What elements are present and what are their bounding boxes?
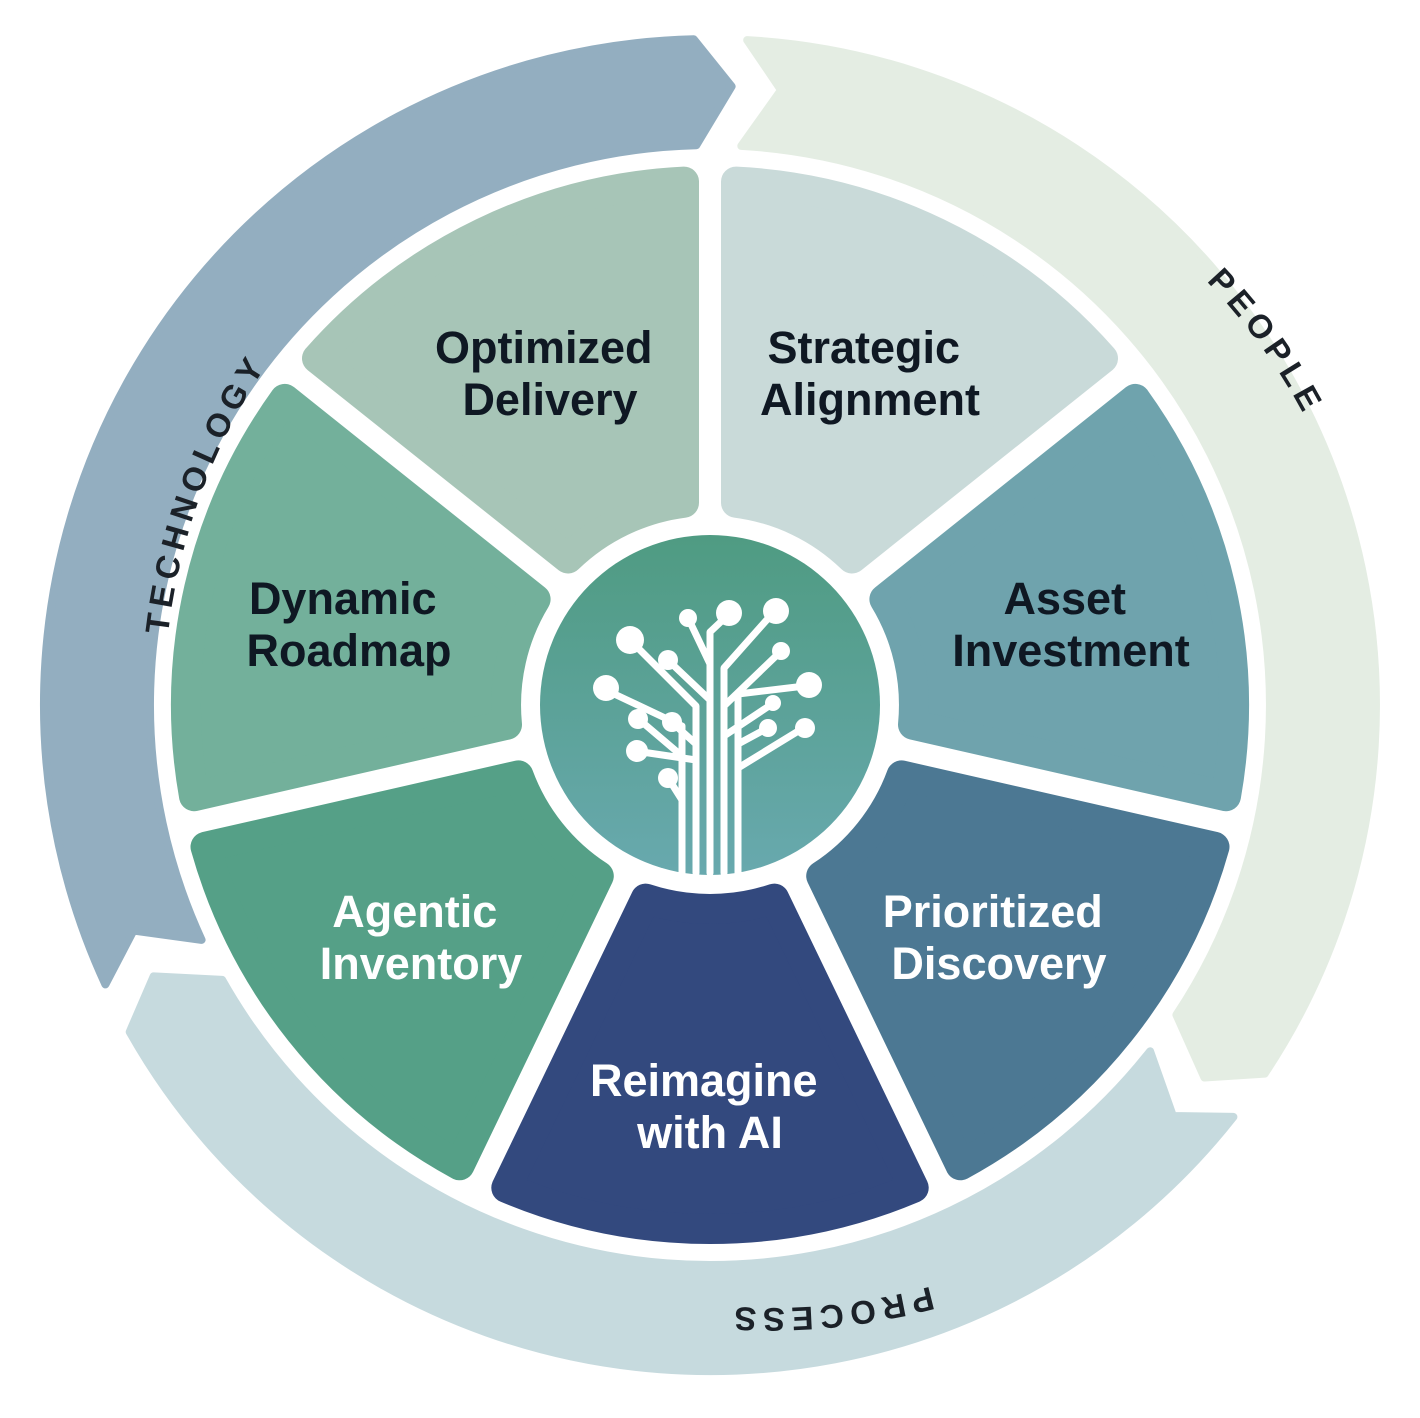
strategic-alignment-label: Strategic Alignment [760, 322, 980, 425]
asset-investment-label: Asset Investment [952, 573, 1190, 676]
optimized-delivery-label: Optimized Delivery [435, 322, 665, 425]
circuit-tree-icon [593, 598, 822, 877]
dynamic-roadmap-label: Dynamic Roadmap [246, 573, 451, 676]
people-arc-arrow [737, 36, 1380, 1082]
technology-arc-arrow [40, 35, 736, 989]
reimagine-with-ai-label: Reimagine with AI [590, 1055, 830, 1158]
segment-prioritized-discovery [806, 760, 1230, 1181]
segment-reimagine-with-ai [491, 883, 929, 1245]
segment-dynamic-roadmap [171, 383, 551, 812]
process-arc-arrow [125, 972, 1238, 1376]
segment-asset-investment [869, 383, 1249, 812]
center-hub [540, 535, 880, 877]
circuit-tree-nodes [593, 598, 822, 788]
segment-strategic-alignment [721, 166, 1118, 574]
wheel-segment-labels: Strategic Alignment Asset Investment Pri… [246, 322, 1189, 1158]
wheel-segments [171, 166, 1249, 1245]
segment-optimized-delivery [302, 166, 699, 574]
outer-cycle-ring: TECHNOLOGY PEOPLE PROCESS [40, 35, 1380, 1376]
prioritized-discovery-label: Prioritized Discovery [883, 886, 1116, 989]
agentic-inventory-label: Agentic Inventory [320, 886, 523, 989]
segment-agentic-inventory [190, 760, 614, 1181]
